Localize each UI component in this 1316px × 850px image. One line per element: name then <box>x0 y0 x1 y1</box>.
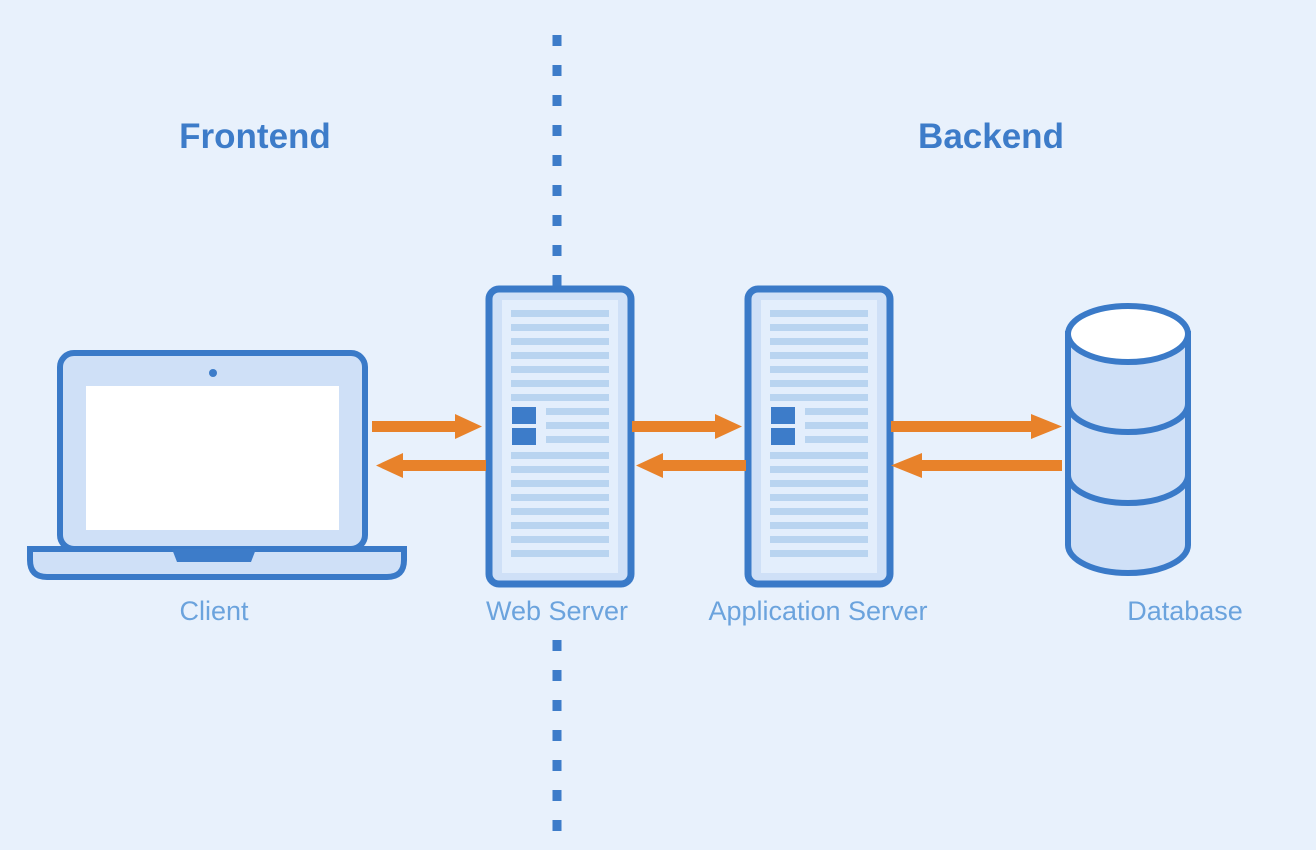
web-server-tower[interactable] <box>485 285 635 588</box>
laptop-base <box>27 546 407 580</box>
laptop-camera-icon <box>209 369 217 377</box>
status-led-icon <box>771 407 795 424</box>
application-server-vent-slots-top <box>770 310 868 401</box>
web-server-vent-slots-top <box>511 310 609 401</box>
status-led-icon <box>512 407 536 424</box>
arrow-web-server-to-client <box>376 453 486 478</box>
status-led-icon <box>512 428 536 445</box>
section-title-backend: Backend <box>918 117 1064 156</box>
web-server-led-bay <box>512 407 609 445</box>
node-label-database: Database <box>1127 596 1243 626</box>
node-label-web-server: Web Server <box>486 596 628 626</box>
section-title-frontend: Frontend <box>179 117 331 156</box>
web-server-vent-slots-bottom <box>511 452 609 557</box>
database-cylinder[interactable] <box>1065 303 1191 576</box>
status-led-icon <box>771 428 795 445</box>
arrow-web-server-to-application-server <box>632 414 742 439</box>
database-top-face <box>1065 303 1191 365</box>
database-band-divider <box>1065 474 1191 506</box>
laptop-display <box>86 386 339 530</box>
node-label-client: Client <box>179 596 249 626</box>
database-body <box>1065 331 1191 576</box>
application-server-tower[interactable] <box>744 285 894 588</box>
arrow-application-server-to-web-server <box>636 453 746 478</box>
application-server-led-bay <box>771 407 868 445</box>
arrow-application-server-to-database <box>891 414 1062 439</box>
client-laptop[interactable] <box>27 350 407 580</box>
node-label-application-server: Application Server <box>708 596 927 626</box>
arrow-client-to-web-server <box>372 414 482 439</box>
application-server-vent-slots-bottom <box>770 452 868 557</box>
arrow-database-to-application-server <box>891 453 1062 478</box>
laptop-base-notch <box>172 549 256 562</box>
database-band-divider <box>1065 403 1191 435</box>
